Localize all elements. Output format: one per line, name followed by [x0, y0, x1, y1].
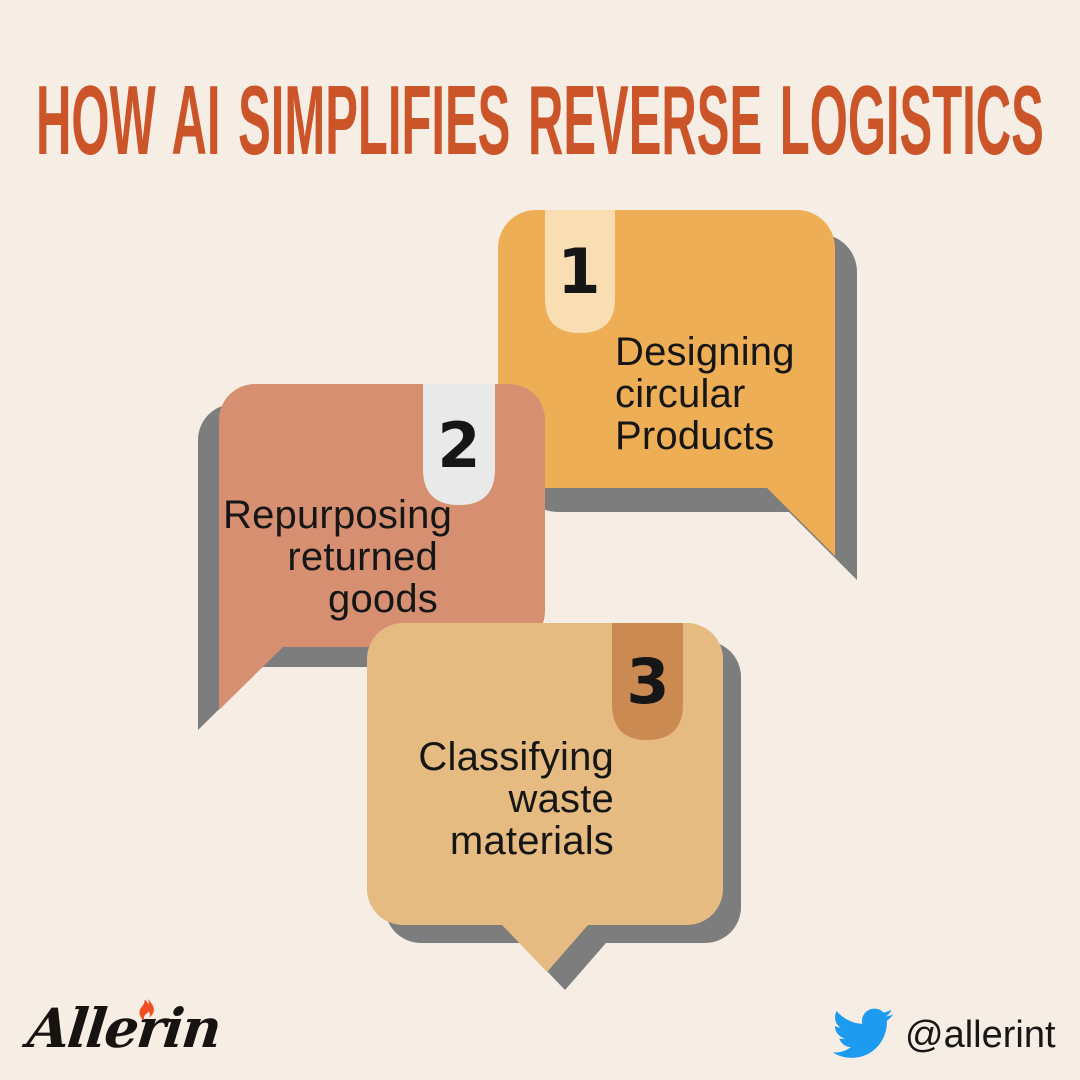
brand-logo-text: Allerin — [24, 996, 223, 1060]
step-2-number: 2 — [437, 409, 481, 482]
flame-icon — [139, 997, 154, 1021]
step-2-label: Repurposing returned goods — [223, 493, 453, 621]
bubble-2-number-tab — [423, 384, 495, 505]
step-3-number: 3 — [626, 645, 670, 718]
step-3-label: Classifying waste materials — [418, 735, 614, 863]
page-title: HOW AI SIMPLIFIES REVERSE LOGISTICS — [36, 65, 1044, 175]
bubble-1-number-tab — [545, 210, 615, 333]
bubble-3-number-tab — [612, 623, 683, 740]
step-1-number: 1 — [557, 235, 601, 308]
twitter-bird-icon — [832, 1008, 894, 1058]
step-1-label: Designing circular Products — [615, 330, 795, 458]
twitter-handle: @allerint — [905, 1014, 1056, 1056]
title-row: HOW AI SIMPLIFIES REVERSE LOGISTICS — [0, 71, 1080, 169]
